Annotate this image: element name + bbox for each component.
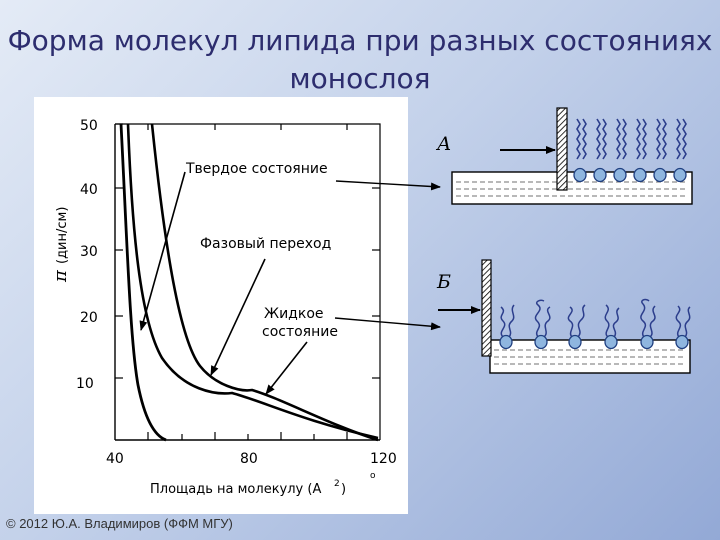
pressure-area-graph: 50 40 30 20 10 40 80 120 π (дин/см) Площ… (50, 118, 397, 497)
y-tick-label: 20 (80, 310, 98, 326)
label-liquid-state-1: Жидкое (264, 306, 324, 322)
label-liquid-state-2: состояние (262, 324, 338, 340)
title-line-1: Форма молекул липида при разных состояни… (7, 24, 713, 57)
y-tick-label: 10 (76, 376, 94, 392)
y-tick-label: 50 (80, 118, 98, 134)
connector-arrow-a (335, 180, 441, 191)
x-axis-title: Площадь на молекулу (А 2 ) о (150, 471, 376, 497)
lipid-tails-b (500, 298, 691, 338)
x-tick-marks (147, 124, 348, 440)
copyright-footer: © 2012 Ю.А. Владимиров (ФФМ МГУ) (6, 516, 233, 531)
lipid-tails-a (576, 118, 687, 160)
arrow-solid (139, 171, 186, 331)
isotherm-curve-1 (119, 123, 167, 442)
x-axis-close: ) (341, 482, 346, 497)
graph-panel (34, 97, 408, 514)
connector-arrow-b (334, 317, 441, 331)
lipid-heads-b (499, 334, 689, 350)
isotherm-curve-2 (126, 123, 379, 440)
title-line-2: монослоя (289, 62, 431, 95)
schematic-solid-monolayer: А (435, 107, 693, 205)
y-tick-label: 30 (80, 244, 98, 260)
barrier-a (556, 107, 568, 191)
label-b: Б (436, 271, 451, 293)
arrow-liquid (265, 341, 308, 395)
water-lines-a (456, 181, 688, 197)
schematic-liquid-monolayer: Б (436, 259, 691, 374)
y-tick-label: 40 (80, 182, 98, 198)
trough-a (451, 171, 693, 205)
trough-b (489, 339, 691, 374)
arrow-transition (210, 258, 266, 376)
x-tick-label: 120 (370, 451, 397, 467)
x-tick-label: 40 (106, 451, 124, 467)
label-phase-transition: Фазовый переход (200, 236, 331, 252)
isotherm-curve-3 (150, 123, 379, 442)
x-tick-label: 80 (240, 451, 258, 467)
water-lines-b (494, 349, 686, 365)
label-a: А (435, 133, 451, 155)
top-border (115, 123, 381, 440)
pi-symbol: π (50, 269, 71, 283)
x-axis-label: Площадь на молекулу (А (150, 482, 321, 497)
x-axis-superscript: 2 (334, 479, 340, 489)
barrier-b (481, 259, 492, 357)
label-solid-state: Твердое состояние (185, 161, 328, 177)
y-axis-unit: (дин/см) (55, 207, 70, 264)
lipid-heads-a (573, 167, 687, 183)
angstrom-ring: о (370, 471, 376, 481)
y-axis-title: π (дин/см) (50, 207, 71, 283)
slide-title: Форма молекул липида при разных состояни… (0, 22, 720, 98)
